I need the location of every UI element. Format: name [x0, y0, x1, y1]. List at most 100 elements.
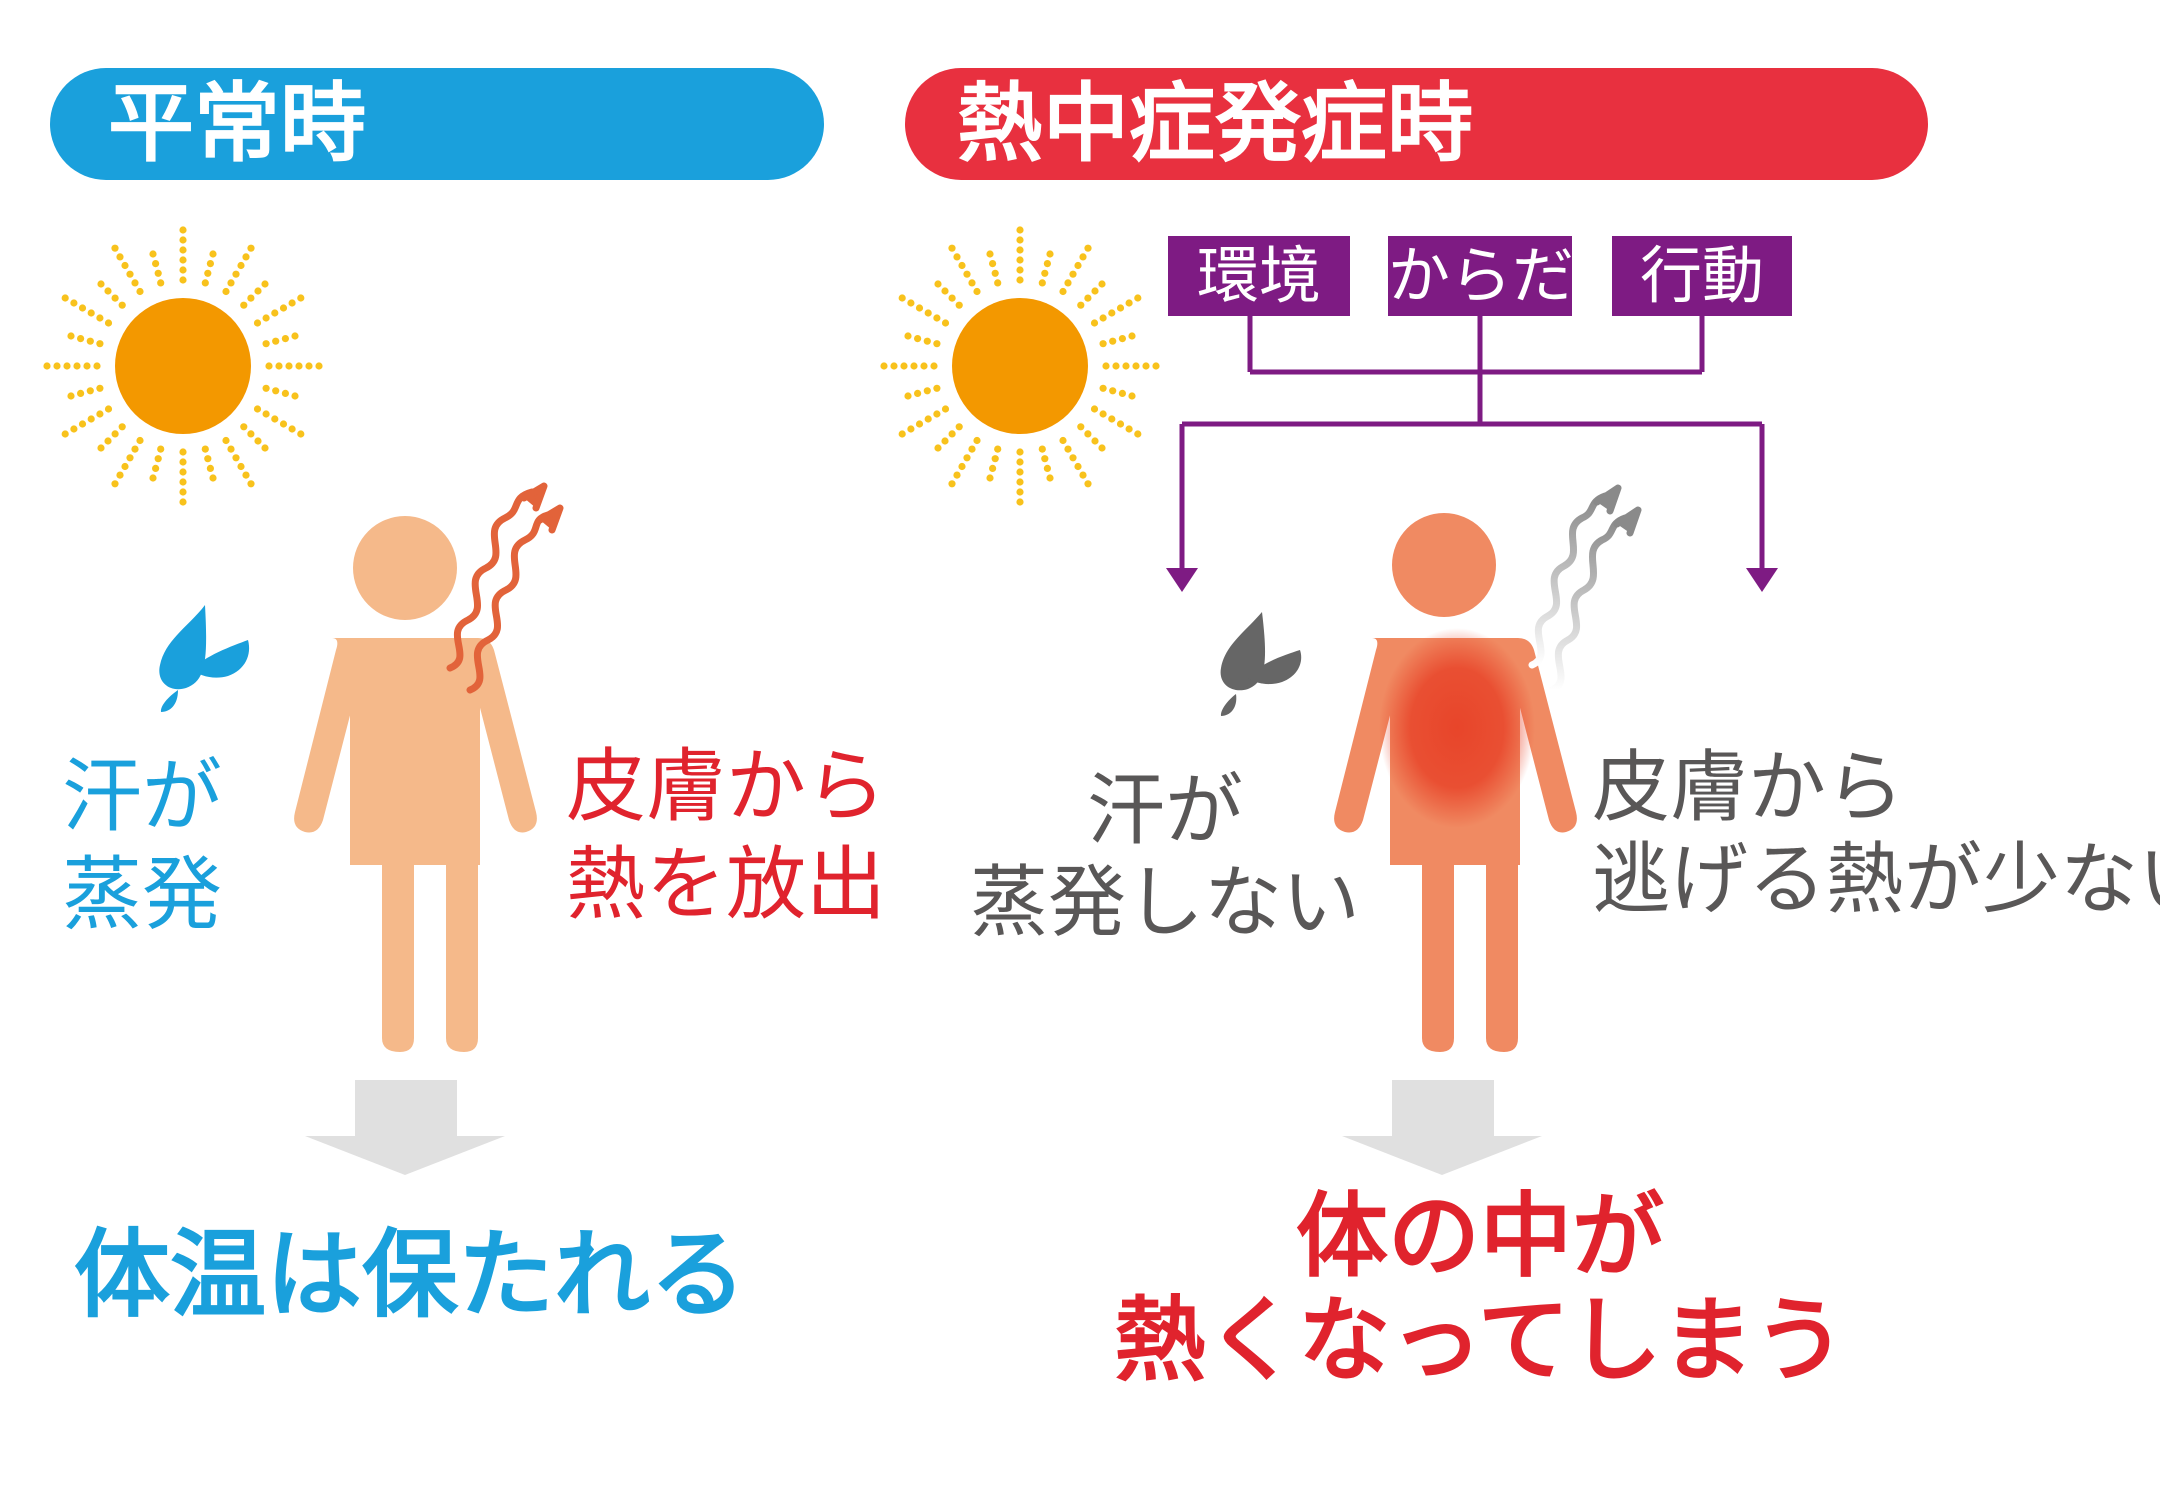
- sun-ray-dot: [261, 444, 269, 452]
- sun-ray-dot: [1038, 279, 1046, 287]
- sun-ray-dot: [1069, 454, 1077, 462]
- normal-state-banner: 平常時: [50, 68, 824, 180]
- sun-ray-dot: [242, 471, 250, 479]
- sun-ray-dot: [247, 244, 255, 252]
- sun-ray-dot: [991, 269, 999, 277]
- sun-ray-dot: [1152, 362, 1160, 370]
- sun-ray-dot: [1016, 246, 1024, 254]
- sun-ray-dot: [53, 362, 61, 370]
- sun-ray-dot: [1098, 280, 1106, 288]
- sun-ray-dot: [973, 436, 981, 445]
- sun-ray-dot: [986, 474, 994, 482]
- result-line: 体の中が: [1295, 1183, 1664, 1290]
- sun-ray-dot: [179, 246, 187, 254]
- sun-ray-dot: [96, 314, 104, 322]
- sun-ray-dot: [1099, 410, 1107, 418]
- sun-ray-dot: [179, 266, 187, 274]
- sun-ray-dot: [201, 445, 209, 453]
- sun-ray-dot: [240, 301, 248, 309]
- factor-connector-lines: [1179, 316, 1765, 570]
- sun-ray-dot: [953, 471, 961, 479]
- sun-ray-dot: [111, 430, 119, 438]
- sun-ray-dot: [242, 253, 250, 261]
- sun-ray-dot: [275, 362, 283, 370]
- sun-ray-dot: [1084, 294, 1092, 302]
- sun-ray-dot: [281, 389, 289, 397]
- sun-ray-dot: [262, 410, 270, 418]
- sun-ray-dot: [1074, 261, 1082, 270]
- sun-ray-dot: [930, 362, 938, 370]
- sun-ray-dot: [96, 340, 104, 348]
- sun-ray-dot: [315, 362, 323, 370]
- sun-ray-dot: [206, 260, 214, 268]
- sun-ray-dot: [111, 244, 119, 252]
- result-line: 熱くなってしまう: [1114, 1287, 1846, 1394]
- sun-ray-dot: [104, 287, 112, 295]
- sun-ray-dot: [179, 488, 187, 496]
- sun-ray-dot: [111, 294, 119, 302]
- sun-ray-dot: [904, 332, 912, 340]
- sun-ray-dot: [116, 253, 124, 261]
- sun-ray-dot: [1038, 445, 1046, 453]
- heatstroke-state-banner: 熱中症発症時: [905, 68, 1928, 180]
- label-line: 蒸発: [62, 848, 222, 941]
- sun-ray-dot: [288, 425, 296, 433]
- sun-ray-dot: [1099, 314, 1107, 322]
- sun-ray-dot: [914, 389, 922, 397]
- sun-ray-dot: [958, 462, 966, 471]
- sun-ray-dot: [77, 335, 85, 343]
- sun-ray-dot: [271, 415, 279, 423]
- sun-ray-dot: [1069, 270, 1077, 278]
- label-line: 逃げる熱が少ない: [1592, 835, 2160, 925]
- sun-ray-dot: [97, 280, 105, 288]
- person-icon: [294, 516, 537, 1052]
- sun-ray-dot: [61, 294, 69, 302]
- sun-ray-dot: [297, 294, 305, 302]
- sun-ray-dot: [305, 362, 313, 370]
- core-heat-icon: [1379, 628, 1535, 828]
- factor-environment: 環境: [1168, 236, 1350, 316]
- sun-ray-dot: [1102, 362, 1110, 370]
- sun-ray-dot: [291, 392, 299, 400]
- sun-ray-dot: [179, 256, 187, 264]
- sun-ray-dot: [898, 430, 906, 438]
- heat-wave-icon: [1528, 484, 1642, 694]
- sun-ray-dot: [1128, 392, 1136, 400]
- sun-ray-dot: [253, 319, 262, 327]
- sun-ray-dot: [247, 430, 255, 438]
- sun-ray-dot: [262, 340, 270, 348]
- sun-ray-dot: [1064, 445, 1072, 453]
- sun-ray-dot: [1134, 294, 1142, 302]
- sun-icon: [43, 226, 323, 506]
- sun-ray-dot: [1099, 340, 1107, 348]
- sun-ray-dot: [915, 420, 924, 428]
- sun-ray-dot: [1016, 488, 1024, 496]
- heatstroke-result-text: 体の中が 熱くなってしまう: [1040, 1185, 1920, 1393]
- sun-ray-dot: [179, 236, 187, 244]
- sun-ray-dot: [1142, 362, 1150, 370]
- sun-ray-dot: [1108, 309, 1116, 317]
- sun-ray-dot: [254, 437, 262, 445]
- sun-ray-dot: [136, 287, 144, 296]
- sun-ray-dot: [1084, 480, 1092, 488]
- sun-ray-dot: [933, 340, 941, 348]
- sun-ray-dot: [1122, 362, 1130, 370]
- sun-ray-dot: [1090, 319, 1099, 327]
- sun-ray-dot: [907, 299, 915, 307]
- sun-ray-dot: [924, 415, 932, 423]
- sun-ray-dot: [1016, 448, 1024, 456]
- sun-ray-dot: [227, 279, 235, 287]
- sun-ray-dot: [898, 294, 906, 302]
- down-arrow-icon: [1342, 1080, 1542, 1175]
- sun-ray-dot: [923, 337, 931, 345]
- sun-ray-dot: [297, 430, 305, 438]
- sun-ray-dot: [261, 280, 269, 288]
- sun-ray-dot: [237, 462, 245, 471]
- sun-ray-dot: [1016, 498, 1024, 506]
- sun-ray-dot: [247, 294, 255, 302]
- sun-ray-dot: [204, 269, 212, 277]
- down-arrow-icon: [305, 1080, 505, 1175]
- sun-ray-dot: [991, 455, 999, 463]
- sun-ray-dot: [968, 445, 976, 453]
- sweat-drop-icon: [159, 605, 250, 712]
